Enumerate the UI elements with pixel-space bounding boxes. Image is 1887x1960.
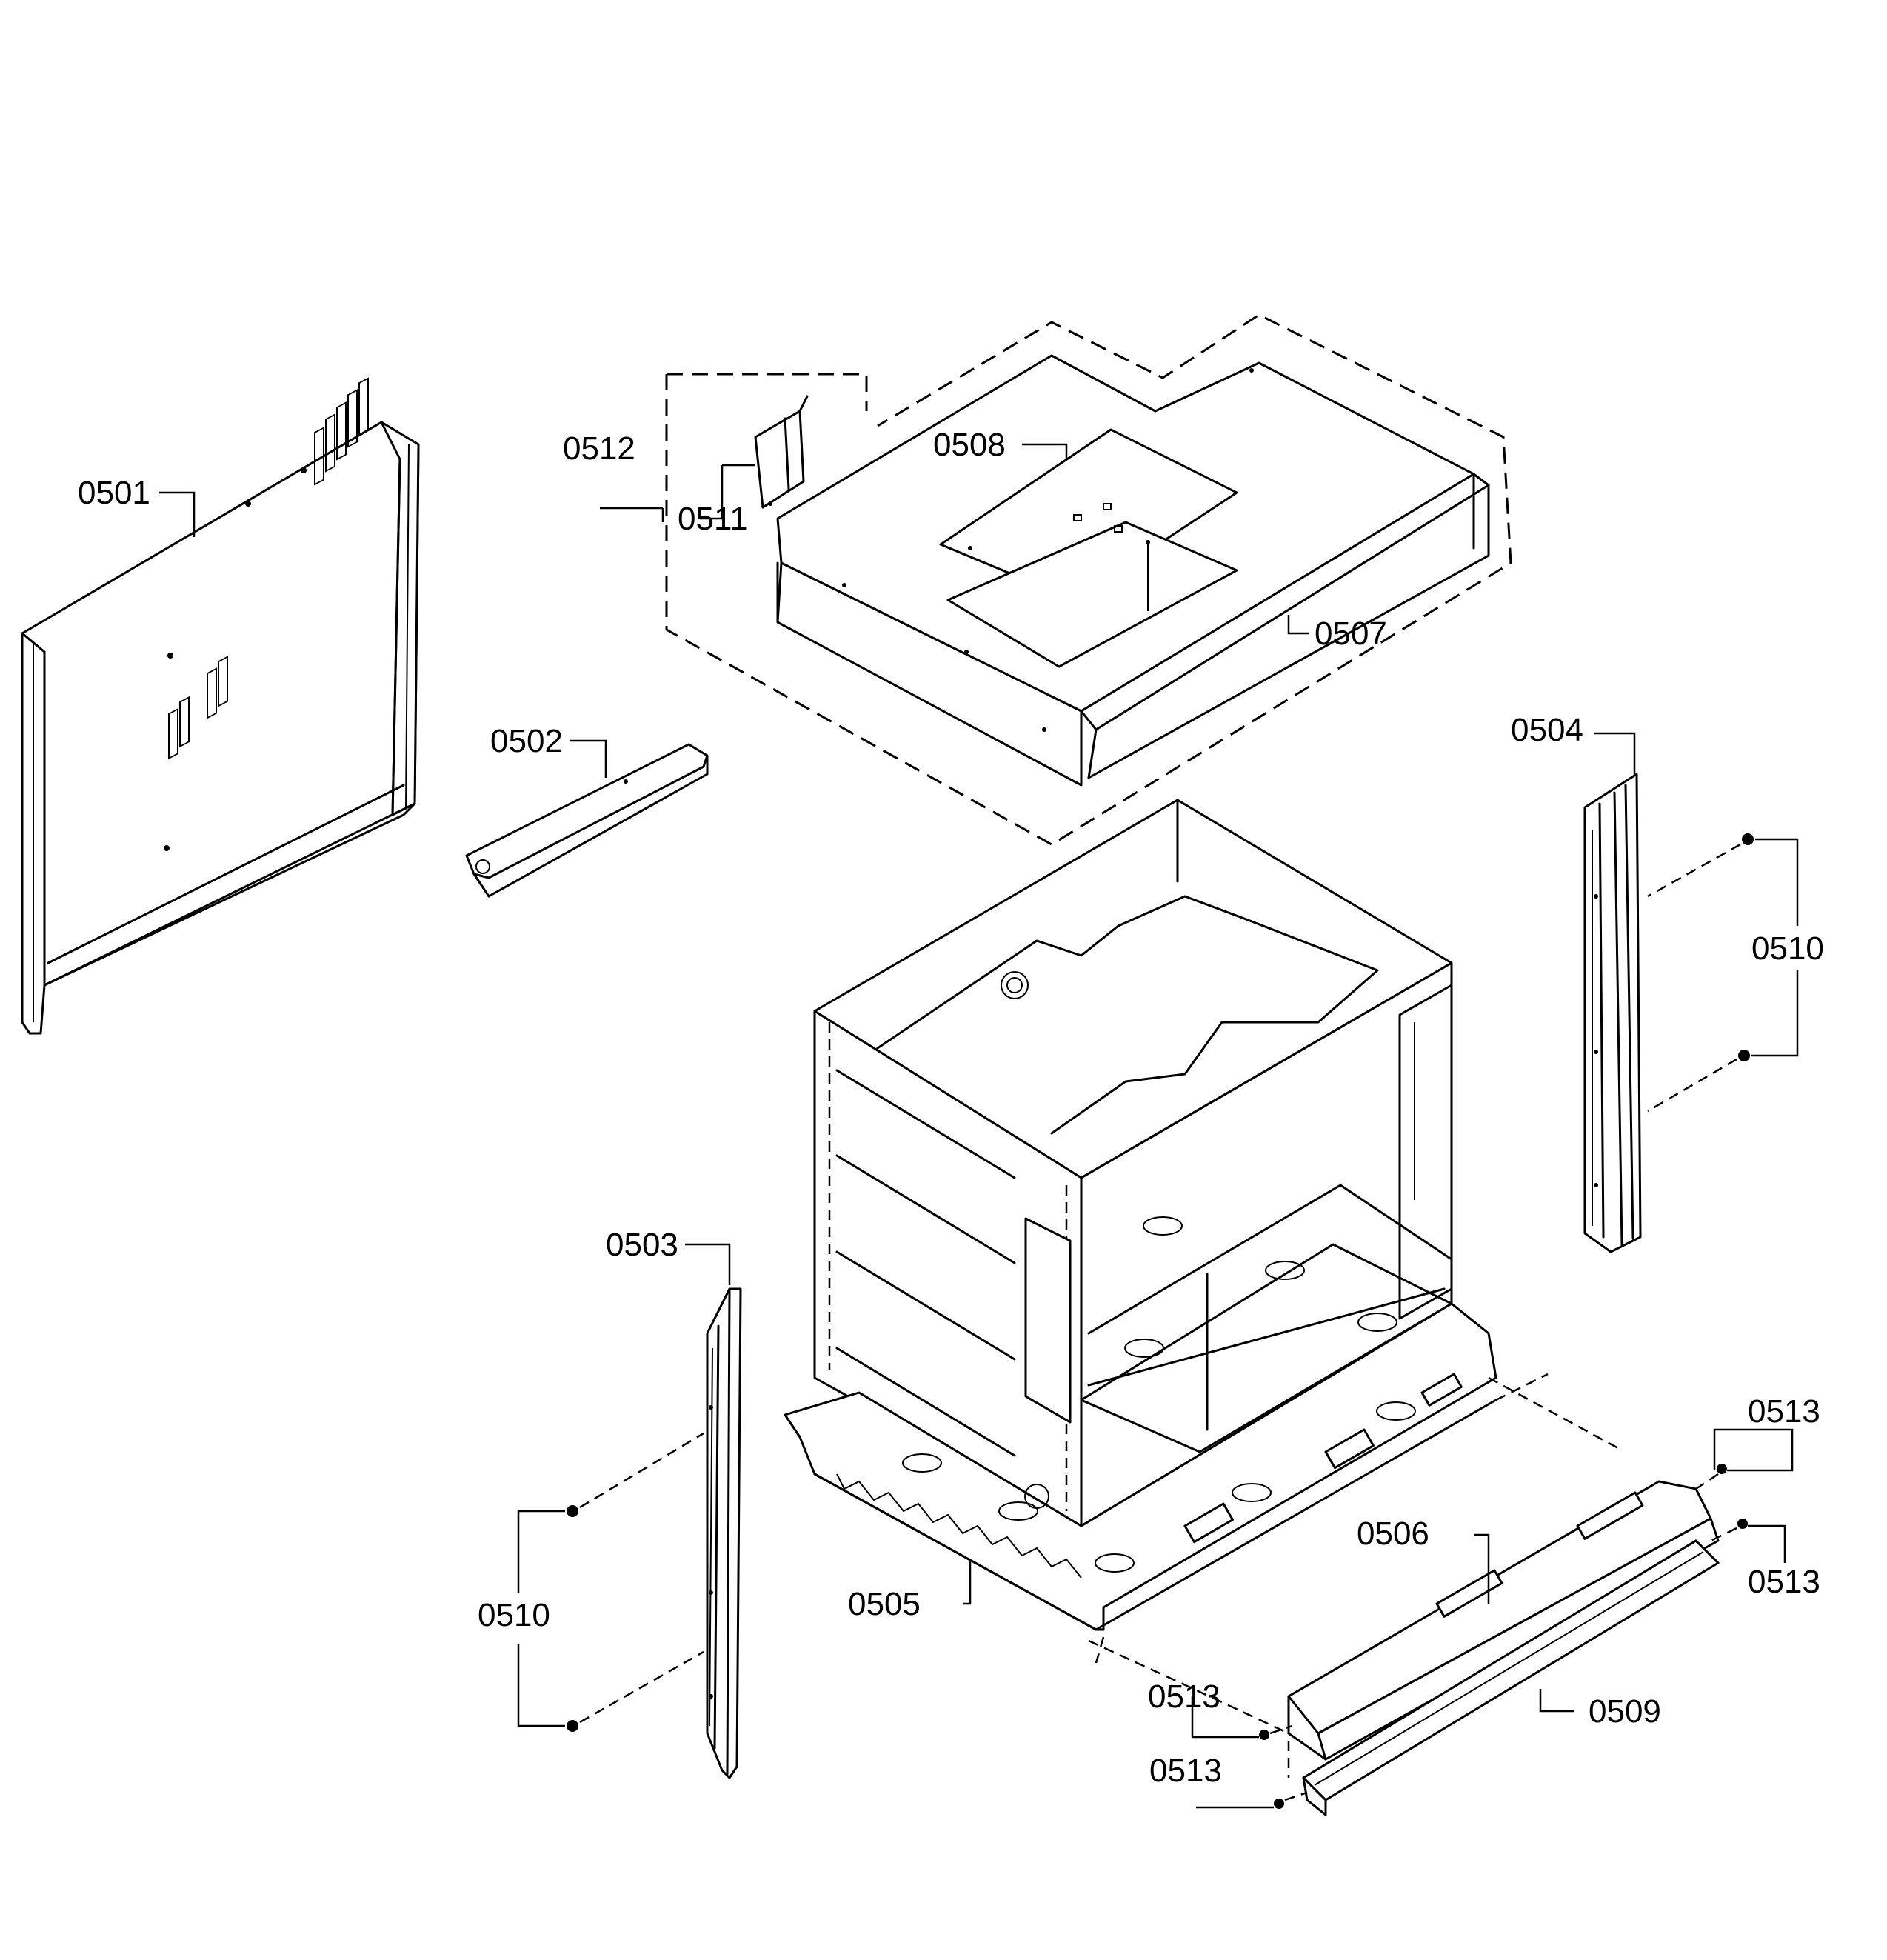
label-0512: 0512 (563, 430, 635, 467)
rack-guide-slots (835, 1069, 1016, 1457)
label-0513-d: 0513 (1149, 1753, 1222, 1789)
label-0506: 0506 (1357, 1516, 1429, 1552)
label-0501: 0501 (78, 475, 150, 511)
label-0502: 0502 (490, 723, 563, 759)
leader-lines (159, 443, 1794, 1809)
part-0503-left-side-rail (706, 1287, 742, 1779)
label-0504: 0504 (1511, 712, 1583, 748)
screws-0513 (1259, 1464, 1748, 1809)
vent-slots-upper (314, 377, 369, 486)
oven-cavity-frame (813, 799, 1453, 1527)
screws-0510-left (517, 1432, 704, 1732)
label-0508: 0508 (933, 427, 1006, 463)
part-0505-base-frame (784, 1302, 1497, 1664)
label-0513-c: 0513 (1148, 1679, 1220, 1715)
part-0501-side-panel (21, 377, 420, 1035)
part-number-labels: 0501 0502 0503 0504 0505 0506 0507 0508 … (78, 427, 1824, 1789)
part-0506-front-rail (1287, 1480, 1720, 1761)
label-0507: 0507 (1315, 616, 1387, 652)
part-0511-small-bracket (754, 395, 809, 509)
label-0511: 0511 (678, 501, 748, 537)
label-0513-b: 0513 (1748, 1564, 1820, 1600)
part-0509-bottom-rail (1302, 1539, 1720, 1816)
label-0509: 0509 (1589, 1693, 1661, 1730)
label-0510-left: 0510 (478, 1597, 550, 1633)
part-0504-right-side-rail (1583, 773, 1642, 1253)
part-0502-bracket (465, 743, 709, 898)
label-0513-a: 0513 (1748, 1393, 1820, 1430)
part-0507-top-cover-assembly (665, 313, 1512, 846)
screws-0510-right (1647, 833, 1799, 1113)
label-0505: 0505 (848, 1586, 921, 1622)
vent-slots-lower (168, 656, 228, 760)
label-0510-right: 0510 (1751, 930, 1824, 967)
label-0503: 0503 (606, 1227, 678, 1263)
